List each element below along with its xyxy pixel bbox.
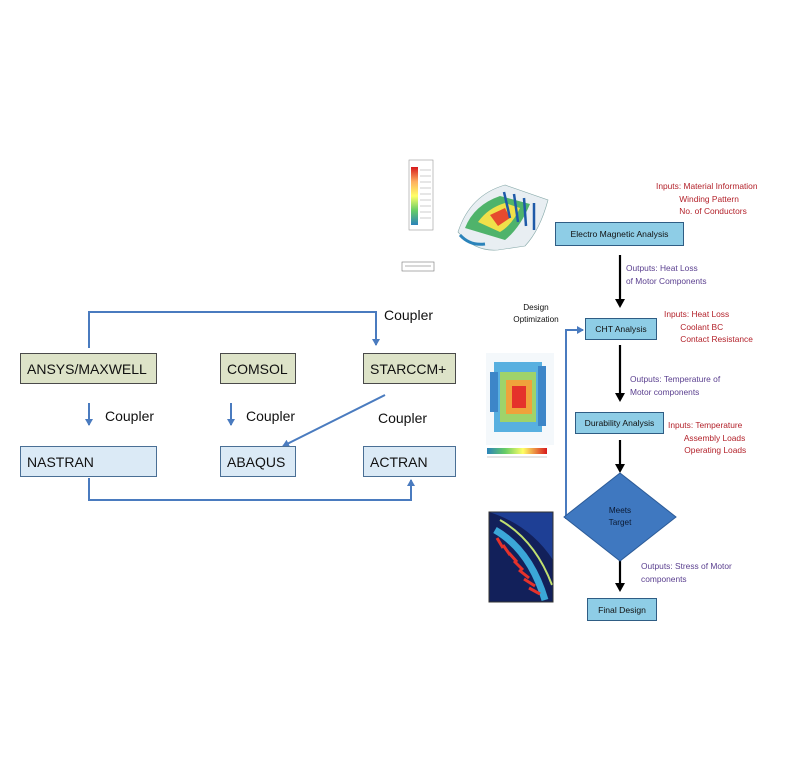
color-legend-image <box>401 159 435 272</box>
coupler-label-top: Coupler <box>384 307 434 323</box>
inputs-durability-note: Inputs: Temperature Assembly Loads Opera… <box>668 420 747 455</box>
inputs-cht-note: Inputs: Heat Loss Coolant BC Contact Res… <box>664 309 753 344</box>
meets-target-label: Meets Target <box>608 506 632 527</box>
ansys-to-starccm-connector <box>88 311 380 348</box>
stress-contour-image <box>488 511 554 603</box>
starccm-to-abaqus-connector <box>282 394 386 447</box>
outputs-cht-note: Outputs: Temperature of Motor components <box>630 374 721 397</box>
cht-analysis-box: CHT Analysis <box>585 318 657 340</box>
nastran-to-actran-connector <box>88 478 415 501</box>
coupler-label-comsol-abaqus: Coupler <box>246 408 296 424</box>
motor-section-image <box>457 184 549 251</box>
comsol-box: COMSOL <box>220 353 296 384</box>
decision-diamond <box>563 472 677 562</box>
nastran-box: NASTRAN <box>20 446 157 477</box>
coupler-label-starccm-abaqus: Coupler <box>378 410 428 426</box>
ansys-maxwell-box: ANSYS/MAXWELL <box>20 353 157 384</box>
inputs-em-note: Inputs: Material Information Winding Pat… <box>656 181 758 216</box>
design-optimization-loop <box>565 326 584 519</box>
final-design-box: Final Design <box>587 598 657 621</box>
durability-analysis-box: Durability Analysis <box>575 412 664 434</box>
left-flow-connectors <box>85 311 415 501</box>
abaqus-box: ABAQUS <box>220 446 296 477</box>
starccm-box: STARCCM+ <box>363 353 456 384</box>
thermal-section-image <box>486 353 554 458</box>
coupler-label-ansys-nastran: Coupler <box>105 408 155 424</box>
electro-magnetic-analysis-box: Electro Magnetic Analysis <box>555 222 684 246</box>
outputs-em-note: Outputs: Heat Loss of Motor Components <box>626 263 707 286</box>
outputs-durability-note: Outputs: Stress of Motor components <box>641 561 732 584</box>
design-optimization-label: Design Optimization <box>513 303 559 324</box>
actran-box: ACTRAN <box>363 446 456 477</box>
